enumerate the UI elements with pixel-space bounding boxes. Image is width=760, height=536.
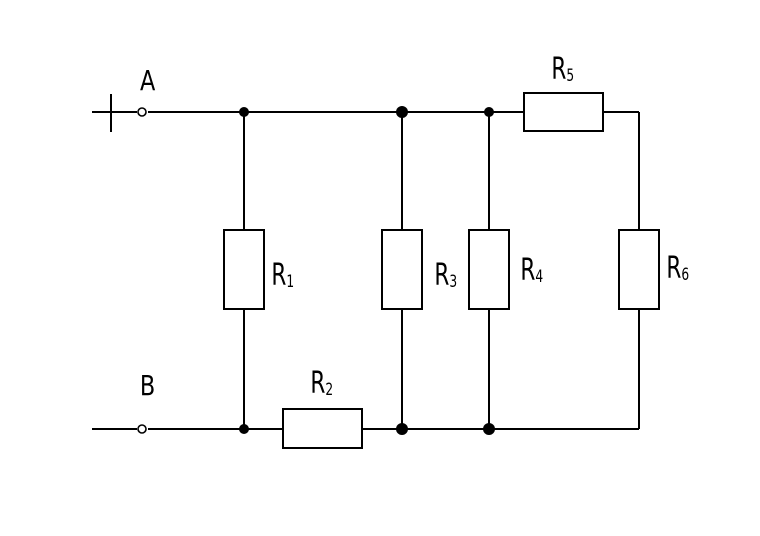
resistor-r2 bbox=[282, 408, 363, 449]
resistor-r2-label-sub: 2 bbox=[325, 380, 333, 400]
resistor-r1 bbox=[223, 229, 265, 310]
junction-node-bottom-r1 bbox=[239, 424, 249, 434]
resistor-r6-label-sub: 6 bbox=[681, 265, 689, 285]
resistor-r4-label-sub: 4 bbox=[535, 267, 543, 287]
junction-node-top-r4 bbox=[484, 107, 494, 117]
terminal-a-circle bbox=[137, 107, 147, 117]
resistor-r4-label-main: R bbox=[520, 254, 535, 288]
resistor-r3 bbox=[381, 229, 423, 310]
terminal-b-circle bbox=[137, 424, 147, 434]
resistor-r1-label: R1 bbox=[271, 259, 294, 293]
junction-node-top-r3 bbox=[396, 106, 408, 118]
resistor-r5-label: R5 bbox=[551, 53, 574, 87]
resistor-r2-label: R2 bbox=[310, 367, 333, 401]
resistor-r4 bbox=[468, 229, 510, 310]
resistor-r4-label: R4 bbox=[520, 254, 543, 288]
resistor-r3-label: R3 bbox=[434, 259, 457, 293]
resistor-r6-label: R6 bbox=[666, 252, 689, 286]
resistor-r3-label-sub: 3 bbox=[449, 272, 457, 292]
terminal-b-label: B bbox=[140, 368, 155, 401]
junction-node-top-r1 bbox=[239, 107, 249, 117]
resistor-r5 bbox=[523, 92, 604, 132]
resistor-r1-label-main: R bbox=[271, 259, 286, 293]
junction-node-bottom-r3 bbox=[396, 423, 408, 435]
resistor-r5-label-main: R bbox=[551, 53, 566, 87]
resistor-r6-label-main: R bbox=[666, 252, 681, 286]
resistor-r6 bbox=[618, 229, 660, 310]
terminal-a-label: A bbox=[140, 63, 156, 96]
resistor-r2-label-main: R bbox=[310, 367, 325, 401]
junction-node-bottom-r4 bbox=[483, 423, 495, 435]
resistor-r3-label-main: R bbox=[434, 259, 449, 293]
resistor-r5-label-sub: 5 bbox=[566, 66, 574, 86]
resistor-r1-label-sub: 1 bbox=[286, 272, 294, 292]
